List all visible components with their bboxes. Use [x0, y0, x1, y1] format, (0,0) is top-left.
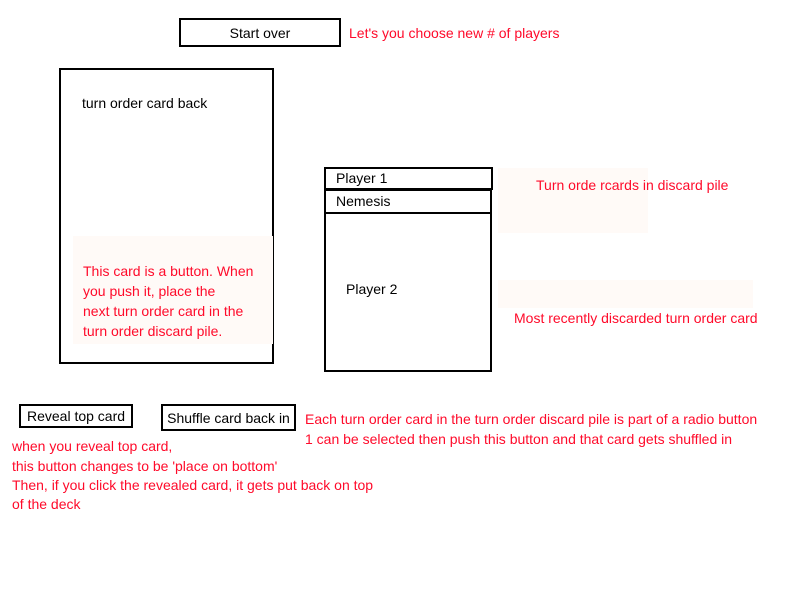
discard-card-nemesis[interactable]: Nemesis — [324, 189, 492, 214]
reveal-top-card-button[interactable]: Reveal top card — [19, 404, 133, 428]
card-note-line-4: turn order discard pile. — [83, 323, 223, 339]
shuffle-note-line-2: 1 can be selected then push this button … — [305, 431, 733, 447]
discard-pile-top-card[interactable]: Player 2 — [324, 212, 492, 372]
reveal-note-line-4: of the deck — [12, 496, 81, 512]
start-over-note: Let's you choose new # of players — [349, 25, 560, 41]
top-card-note-background — [498, 280, 753, 308]
start-over-button[interactable]: Start over — [179, 18, 341, 47]
card-note-line-1: This card is a button. When — [83, 263, 254, 279]
reveal-note-line-3: Then, if you click the revealed card, it… — [12, 477, 374, 493]
card-note-line-3: next turn order card in the — [83, 303, 244, 319]
reveal-note-line-2: this button changes to be 'place on bott… — [12, 458, 278, 474]
card-note-line-2: you push it, place the — [83, 283, 216, 299]
shuffle-card-back-in-button[interactable]: Shuffle card back in — [161, 404, 296, 431]
card-back-label: turn order card back — [82, 95, 208, 111]
pile-note-background — [498, 168, 648, 233]
top-card-label: Player 2 — [346, 281, 398, 297]
card-note-background — [73, 236, 273, 344]
shuffle-note-line-1: Each turn order card in the turn order d… — [305, 411, 758, 427]
discard-card-player-1[interactable]: Player 1 — [324, 167, 493, 190]
turn-order-card-back-button[interactable]: turn order card back This card is a butt… — [59, 68, 274, 364]
discard-pile-note: Turn orde rcards in discard pile — [536, 177, 729, 193]
most-recent-card-note: Most recently discarded turn order card — [514, 310, 758, 326]
reveal-note-line-1: when you reveal top card, — [12, 438, 173, 454]
